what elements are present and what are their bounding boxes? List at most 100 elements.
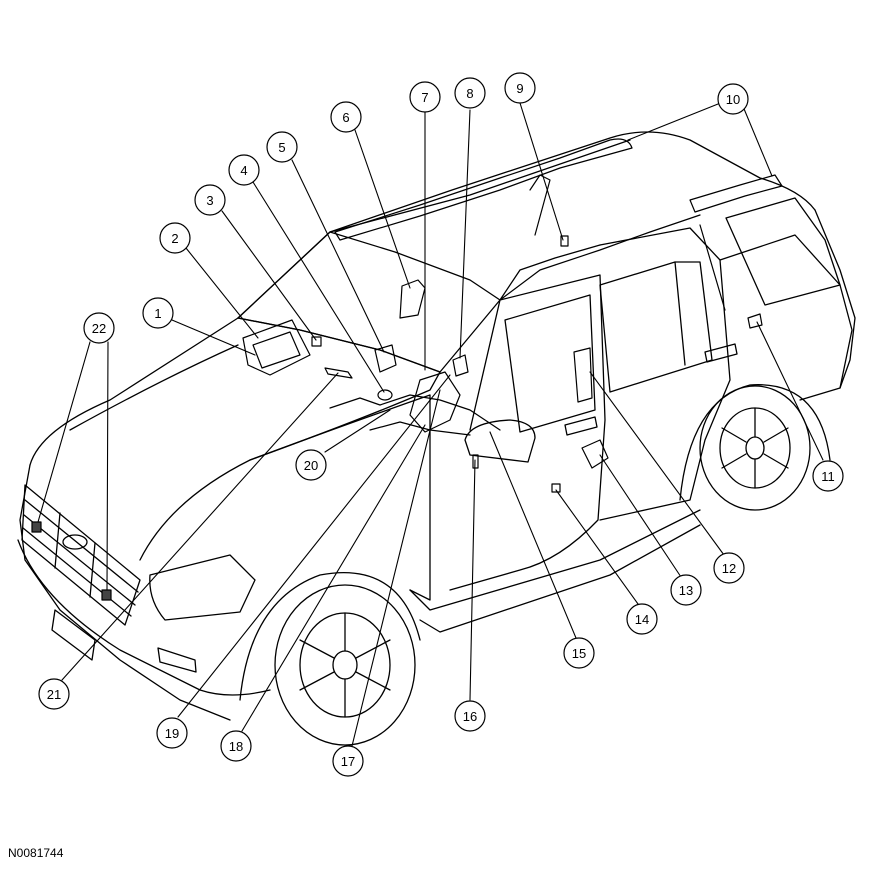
grille-v1 bbox=[54, 512, 61, 569]
rear-door bbox=[599, 227, 731, 521]
callout-6: 6 bbox=[342, 110, 349, 125]
front-fender bbox=[249, 394, 431, 601]
front-fascia bbox=[19, 464, 231, 721]
hood-crease bbox=[69, 344, 239, 431]
rear-hub bbox=[745, 436, 765, 460]
vehicle-body bbox=[17, 131, 856, 746]
roof-rear-edge bbox=[814, 209, 856, 389]
callout-12: 12 bbox=[722, 561, 736, 576]
callout-6-circle bbox=[330, 101, 362, 133]
rear-impact-sensor bbox=[747, 313, 763, 329]
callout-21: 21 bbox=[47, 687, 61, 702]
body-side-lower bbox=[409, 509, 701, 611]
callout-12-circle bbox=[713, 552, 745, 584]
rear-quarter-window bbox=[725, 197, 841, 306]
sill-sensor bbox=[472, 454, 479, 469]
seat-side-airbag bbox=[573, 347, 593, 403]
components bbox=[31, 138, 783, 601]
callout-circles bbox=[38, 72, 844, 777]
callout-20-circle bbox=[295, 449, 327, 481]
callout-5: 5 bbox=[278, 140, 285, 155]
grille-v2 bbox=[89, 542, 96, 598]
occupant-classification-sensor bbox=[399, 279, 426, 319]
clockspring bbox=[377, 389, 393, 401]
seat-belt-retractor bbox=[581, 439, 609, 469]
d-pillar-belt bbox=[699, 224, 726, 311]
roof-rail bbox=[329, 139, 631, 233]
leader-lines bbox=[37, 102, 824, 747]
callout-14-circle bbox=[626, 603, 658, 635]
callout-5-circle bbox=[266, 131, 298, 163]
callout-19: 19 bbox=[165, 726, 179, 741]
rear-spokes bbox=[721, 407, 789, 489]
wiring-harness bbox=[329, 394, 501, 431]
front-door-window bbox=[504, 294, 596, 433]
callout-10-circle bbox=[717, 83, 749, 115]
side-impact-module bbox=[452, 354, 469, 377]
callout-16-circle bbox=[454, 700, 486, 732]
callout-7: 7 bbox=[421, 90, 428, 105]
license-plate-area bbox=[51, 609, 96, 661]
roof-rail-harness bbox=[499, 214, 701, 301]
rear-door-window bbox=[599, 261, 713, 393]
callout-15-circle bbox=[563, 637, 595, 669]
figure-id: N0081744 bbox=[8, 846, 64, 860]
front-tire bbox=[274, 584, 416, 746]
callout-7-circle bbox=[409, 81, 441, 113]
callout-9-circle bbox=[504, 72, 536, 104]
callout-15: 15 bbox=[572, 646, 586, 661]
rear-tire bbox=[699, 385, 811, 511]
callout-19-circle bbox=[156, 717, 188, 749]
callout-13-circle bbox=[670, 574, 702, 606]
callout-13: 13 bbox=[679, 583, 693, 598]
side-curtain-airbag-rear bbox=[689, 174, 783, 213]
callout-3: 3 bbox=[206, 193, 213, 208]
driver-seat-harness bbox=[369, 421, 471, 436]
callout-21-circle bbox=[38, 678, 70, 710]
front-door-handle bbox=[564, 416, 598, 436]
door-sensor bbox=[551, 483, 561, 493]
front-spokes bbox=[299, 612, 391, 718]
grille bbox=[21, 484, 141, 626]
passenger-airbag-module bbox=[242, 319, 311, 376]
fog-lamp bbox=[157, 647, 197, 673]
callout-17-circle bbox=[332, 745, 364, 777]
hood bbox=[29, 317, 441, 561]
steering-column bbox=[409, 371, 461, 433]
front-crash-sensor-right bbox=[101, 589, 112, 601]
grille-bar-1 bbox=[24, 499, 139, 593]
callout-14: 14 bbox=[635, 612, 649, 627]
headlamp bbox=[149, 554, 256, 621]
rear-door-handle bbox=[704, 343, 738, 363]
callout-16: 16 bbox=[463, 709, 477, 724]
b-pillar-sensor bbox=[560, 235, 569, 247]
restraint-control-module bbox=[374, 344, 397, 373]
callout-8-circle bbox=[454, 77, 486, 109]
callout-22-circle bbox=[83, 312, 115, 344]
callout-22: 22 bbox=[92, 321, 106, 336]
front-impact-sensor-bar bbox=[324, 367, 353, 379]
callout-2: 2 bbox=[171, 231, 178, 246]
callout-17: 17 bbox=[341, 754, 355, 769]
callout-labels: 1 2 3 4 5 6 7 8 9 10 11 12 13 14 15 16 1… bbox=[47, 81, 835, 769]
roof-outline bbox=[237, 131, 816, 319]
side-mirror bbox=[464, 419, 536, 463]
callout-18: 18 bbox=[229, 739, 243, 754]
callout-1-circle bbox=[142, 297, 174, 329]
front-hub bbox=[332, 650, 358, 680]
callout-9: 9 bbox=[516, 81, 523, 96]
rear-quarter-panel bbox=[719, 234, 853, 401]
grille-bar-3 bbox=[22, 527, 132, 617]
sensor-bracket bbox=[311, 336, 322, 347]
front-door bbox=[449, 274, 606, 591]
rear-door-window-divider bbox=[674, 261, 686, 366]
ford-emblem bbox=[62, 534, 88, 550]
grille-bar-2 bbox=[23, 514, 136, 606]
callout-8: 8 bbox=[466, 86, 473, 101]
callout-11-circle bbox=[812, 460, 844, 492]
side-curtain-airbag bbox=[334, 138, 633, 241]
a-pillar bbox=[499, 244, 601, 301]
callout-20: 20 bbox=[304, 458, 318, 473]
rocker-panel bbox=[419, 524, 701, 633]
